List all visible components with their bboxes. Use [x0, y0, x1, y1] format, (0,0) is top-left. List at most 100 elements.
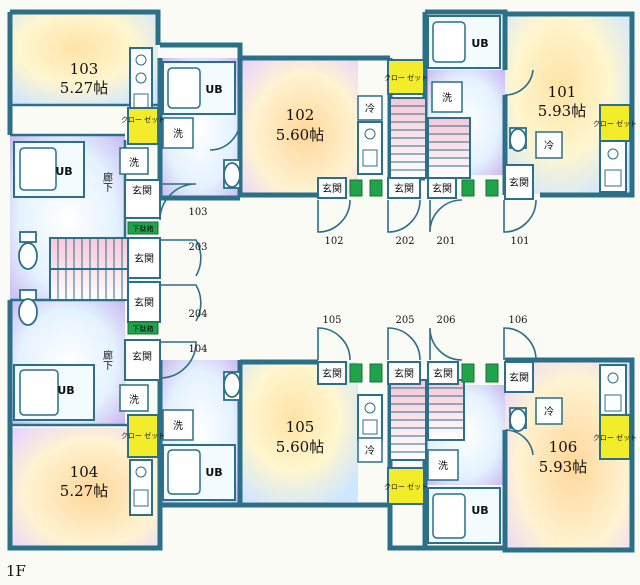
door-number-203: 203	[188, 242, 207, 253]
unit-101-number: 101	[548, 83, 577, 101]
fridge-icon: 冷	[535, 131, 563, 159]
washer-spots: 洗 洗 洗 洗 洗 洗	[119, 81, 463, 481]
ub-label: UB	[471, 504, 488, 517]
unit-105-area: 5.60帖	[276, 438, 324, 456]
shoe-cabinet	[349, 179, 363, 197]
door-number-202: 202	[395, 236, 414, 247]
unit-102-number: 102	[286, 106, 315, 124]
entrance-label: 玄関	[322, 367, 342, 380]
entrance-202: 玄関	[387, 177, 421, 199]
washer-label: 洗	[442, 92, 452, 104]
stair-top-right	[389, 97, 471, 179]
entrance-201: 玄関	[427, 177, 457, 199]
closet-label: クロー ゼット	[384, 482, 428, 491]
door-number-201: 201	[436, 236, 455, 247]
fridge-icon: 冷	[535, 397, 563, 425]
kitchen-101	[599, 139, 627, 193]
unit-106-number: 106	[549, 438, 578, 456]
entrance-104: 玄関	[124, 339, 161, 381]
kitchen-102	[357, 121, 383, 175]
unit-105-number: 105	[286, 418, 315, 436]
kitchen-103	[129, 47, 153, 119]
ub-label: UB	[205, 83, 222, 96]
kitchen-104	[129, 459, 153, 516]
ub-label: UB	[55, 165, 72, 178]
closet-103: クロー ゼット	[121, 107, 165, 145]
room-105	[240, 362, 358, 502]
svg-text:クロー ゼット: クロー ゼット	[121, 115, 165, 124]
shoe-cabinets: 下駄箱 下駄箱	[127, 179, 499, 383]
fridge-label: 冷	[544, 405, 554, 418]
fridge-icon: 冷	[357, 95, 383, 121]
stair-bottom-right	[389, 379, 465, 461]
fridge-label: 冷	[365, 102, 375, 115]
closets: クロー ゼット クロー ゼット クロー ゼット クロー ゼット クロー ゼット …	[121, 59, 637, 505]
fridge-label: 冷	[544, 139, 554, 152]
entrance-102: 玄関	[317, 177, 347, 199]
shoe-cabinet	[485, 363, 499, 383]
entrance-label: 玄関	[433, 367, 453, 380]
entrances: 玄関 玄関 玄関 玄関 玄関 玄関 玄関 玄関 玄関 玄関 玄関 玄関	[124, 164, 534, 393]
entrance-label: 玄関	[432, 182, 452, 195]
entrance-205: 玄関	[387, 361, 421, 385]
entrance-101: 玄関	[504, 164, 534, 200]
shoe-cabinet	[369, 179, 383, 197]
fridge-icon: 冷	[357, 437, 383, 463]
entrance-label: 玄関	[134, 252, 154, 265]
door-number-204: 204	[188, 309, 207, 320]
washer-label: 洗	[129, 157, 139, 169]
shoe-cabinet	[485, 179, 499, 197]
entrance-label: 玄関	[132, 184, 152, 197]
closet-label: クロー ゼット	[593, 119, 637, 128]
shoe-cabinet	[461, 363, 475, 383]
kitchen-106	[599, 364, 627, 418]
shoe-cabinet	[461, 179, 475, 197]
entrance-103: 玄関	[124, 179, 161, 219]
ub-106: UB	[427, 487, 501, 544]
room-102	[240, 60, 358, 193]
closet-104: クロー ゼット	[121, 414, 165, 458]
unit-106-area: 5.93帖	[539, 458, 587, 476]
corridor-labels: 廊下 廊下	[101, 171, 113, 371]
unit-102-area: 5.60帖	[276, 126, 324, 144]
washer-label: 洗	[173, 420, 183, 432]
entrance-label: 玄関	[132, 350, 152, 363]
shoe-label: 下駄箱	[133, 224, 154, 233]
closet-101: クロー ゼット	[593, 104, 637, 142]
ub-label: UB	[471, 37, 488, 50]
entrance-label: 玄関	[322, 182, 342, 195]
shoe-cabinet: 下駄箱	[127, 221, 159, 235]
closet-102: クロー ゼット	[384, 59, 428, 95]
ub-105: UB	[162, 444, 236, 501]
door-number-206: 206	[436, 315, 455, 326]
closet-106: クロー ゼット	[593, 414, 637, 460]
entrance-label: 玄関	[394, 182, 414, 195]
stair-left	[49, 237, 129, 301]
washer-label: 洗	[438, 460, 448, 472]
washer-label: 洗	[129, 394, 139, 406]
staircases	[49, 97, 471, 461]
ub-label: UB	[57, 384, 74, 397]
door-number-102: 102	[324, 236, 343, 247]
ub-102: UB	[162, 61, 236, 115]
washer-icon: 洗	[162, 117, 194, 149]
toilet-icon	[223, 159, 241, 189]
ub-101: UB	[427, 15, 501, 69]
door-number-104: 104	[188, 344, 207, 355]
washer-icon: 洗	[119, 147, 149, 175]
washer-icon: 洗	[119, 384, 149, 412]
closet-label: クロー ゼット	[593, 433, 637, 442]
door-numbers: 103 203 204 104 102 202 201 101 105 205 …	[188, 207, 529, 355]
entrance-label: 玄関	[509, 371, 529, 384]
toilet-icon	[223, 371, 241, 401]
unit-103-number: 103	[70, 60, 99, 78]
washer-icon: 洗	[431, 81, 463, 113]
ub-104: UB	[13, 364, 95, 421]
kitchen-105	[357, 394, 383, 441]
ub-label: UB	[205, 466, 222, 479]
closet-label: クロー ゼット	[121, 115, 165, 124]
closet-105: クロー ゼット	[384, 467, 428, 505]
closet-label: クロー ゼット	[121, 431, 165, 440]
ub-103: UB	[13, 141, 85, 198]
